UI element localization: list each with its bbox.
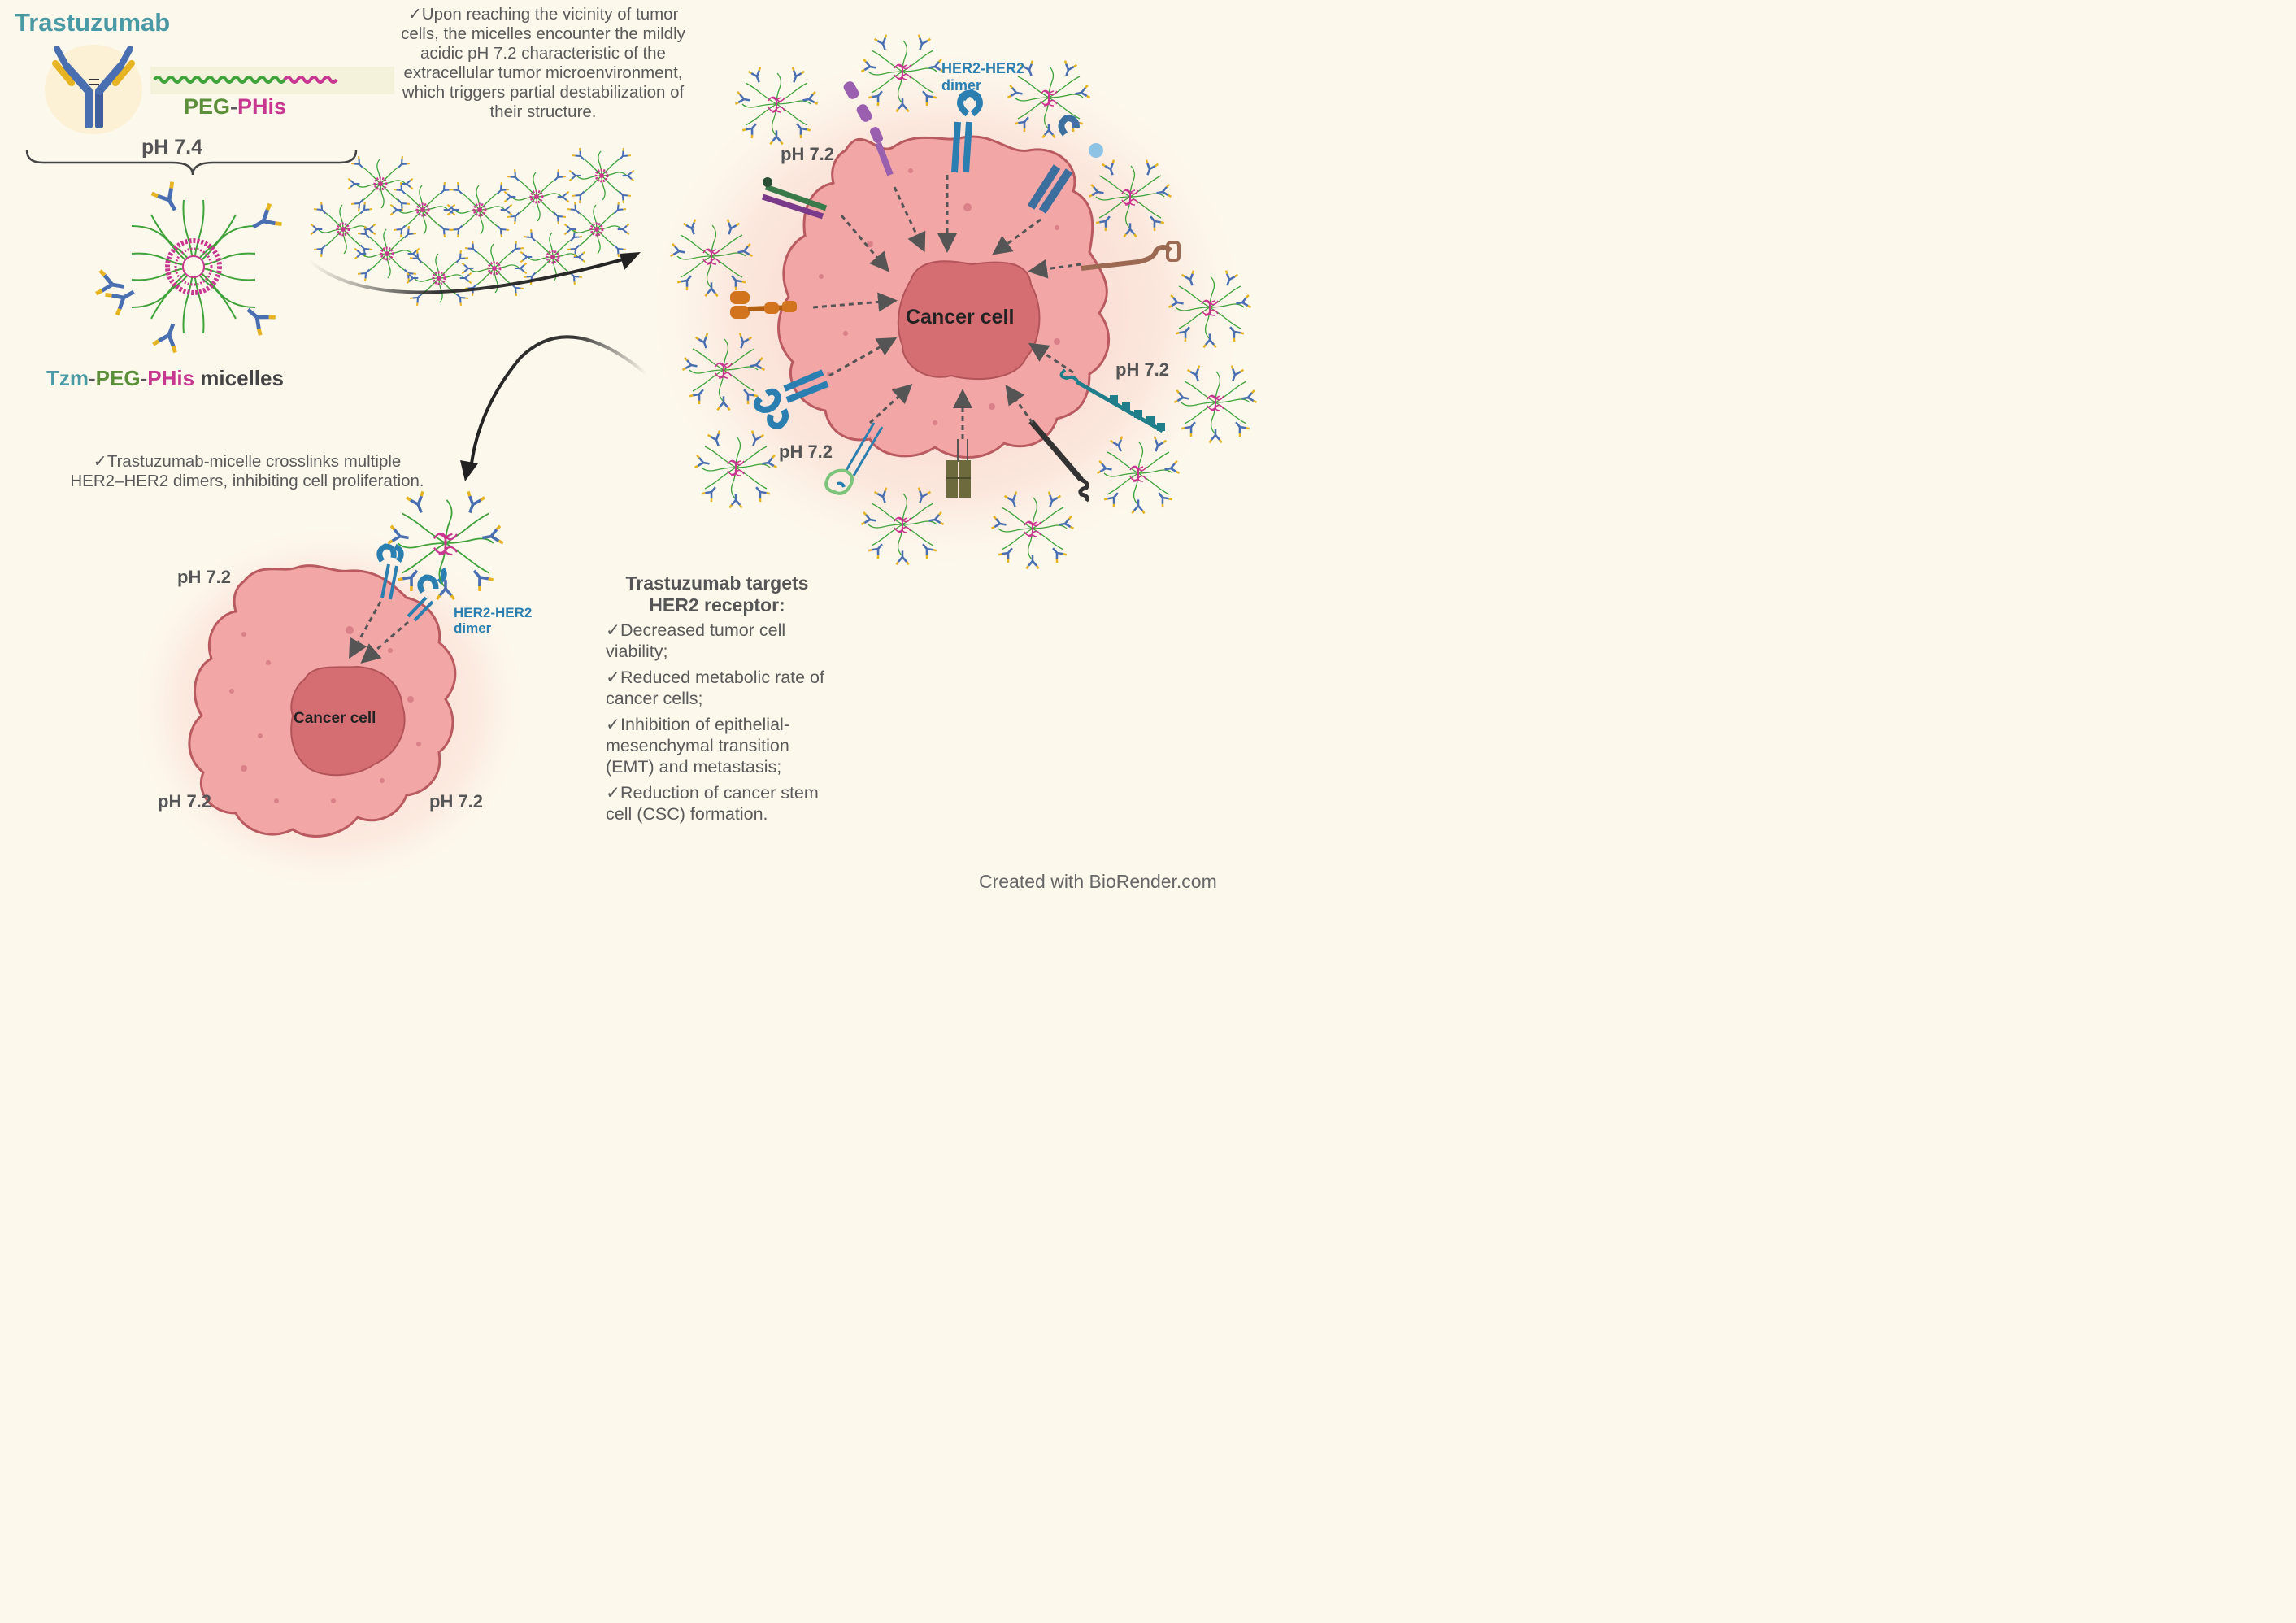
step2-description: ✓Trastuzumab-micelle crosslinks multiple…: [70, 452, 424, 490]
target-item: ✓Decreased tumor cell viability;: [606, 620, 786, 661]
ph-72-label-small-left: pH 7.2: [158, 791, 212, 812]
ph-72-label-small-right: pH 7.2: [429, 791, 484, 812]
peg-phis-chain-icon: [150, 67, 394, 94]
targets-heading-line2: HER2 receptor:: [649, 594, 785, 616]
her2-dimer-label-small: HER2-HER2 dimer: [454, 605, 532, 636]
signal-arrows-large: [812, 175, 1082, 439]
ph-74-label: pH 7.4: [141, 136, 203, 159]
receptor-teal-bottom-icon: [824, 422, 884, 495]
receptor-brown-right-icon: [1081, 241, 1181, 271]
nucleus-small: [290, 665, 406, 777]
ph-72-label-right: pH 7.2: [1115, 359, 1170, 380]
flow-arrow-to-cell: [307, 257, 627, 294]
receptor-olive-bottom-icon: [946, 439, 971, 498]
target-item: ✓Reduction of cancer stem cell (CSC) for…: [606, 783, 819, 824]
ph-72-label-top: pH 7.2: [781, 144, 835, 164]
title-trastuzumab: Trastuzumab: [15, 8, 171, 37]
micelle-dash-1: -: [89, 366, 96, 390]
cancer-cell-label-large: Cancer cell: [906, 306, 1015, 329]
her2-dimer-line2: dimer: [941, 77, 982, 94]
targets-list: ✓Decreased tumor cell viability; ✓Reduce…: [606, 620, 829, 825]
her2-dimer-left-icon: [753, 369, 829, 430]
her2-dimer-small-line1: HER2-HER2: [454, 605, 533, 620]
micelle-peg-text: PEG: [95, 366, 141, 390]
tzm-peg-phis-micelle-icon: [96, 182, 281, 353]
phis-text: PHis: [237, 94, 287, 119]
cytoplasm-dots-large: [819, 168, 1060, 425]
her2-dimer-label-top: HER2-HER2 dimer: [941, 60, 1024, 94]
peg-phis-label: PEG-PHis: [184, 94, 286, 120]
receptor-blue-right-icon: [1027, 114, 1103, 214]
receptor-green-purple-icon: [761, 177, 828, 220]
her2-dimer-line1: HER2-HER2: [941, 60, 1025, 76]
flow-arrow-head-1: [620, 252, 641, 270]
micelle-label: Tzm-PEG-PHis micelles: [46, 366, 284, 391]
receptor-teal-right-icon: [1059, 368, 1165, 433]
flow-arrow-to-small-cell: [470, 335, 648, 464]
micelle-phis-text: PHis: [147, 366, 195, 390]
biorender-credit: Created with BioRender.com: [979, 871, 1217, 892]
destabilized-micelles-group: [311, 148, 633, 306]
targets-heading: Trastuzumab targets HER2 receptor:: [587, 572, 847, 616]
ph-72-label-small-top: pH 7.2: [177, 567, 232, 587]
receptor-purple-icon: [843, 81, 894, 176]
signal-arrows-small: [349, 601, 409, 664]
cytoplasm-dots-small: [229, 626, 421, 803]
tzm-text: Tzm: [46, 366, 89, 390]
receptor-orange-left-icon: [730, 291, 797, 319]
peg-text: PEG: [184, 94, 231, 119]
diagram-canvas: [25, 0, 1275, 894]
targets-heading-line1: Trastuzumab targets: [625, 572, 809, 594]
peg-phis-dash: -: [230, 94, 238, 119]
cancer-cell-label-small: Cancer cell: [294, 710, 376, 727]
step1-description: ✓Upon reaching the vicinity of tumor cel…: [401, 5, 685, 121]
brace-icon: [25, 150, 358, 176]
receptor-black-bottom-icon: [1028, 419, 1089, 503]
trastuzumab-antibody-icon: [45, 45, 142, 134]
target-item: ✓Reduced metabolic rate of cancer cells;: [606, 668, 824, 708]
ph-72-label-left: pH 7.2: [779, 442, 833, 462]
her2-dimer-top-icon: [951, 89, 983, 173]
flow-arrow-head-2: [460, 460, 478, 481]
micelle-suffix-text: micelles: [194, 366, 284, 390]
target-item: ✓Inhibition of epithelial-mesenchymal tr…: [606, 715, 789, 777]
her2-dimer-small-line2: dimer: [454, 620, 492, 636]
nucleus-large: [897, 260, 1041, 380]
micelle-dash-2: -: [140, 366, 148, 390]
